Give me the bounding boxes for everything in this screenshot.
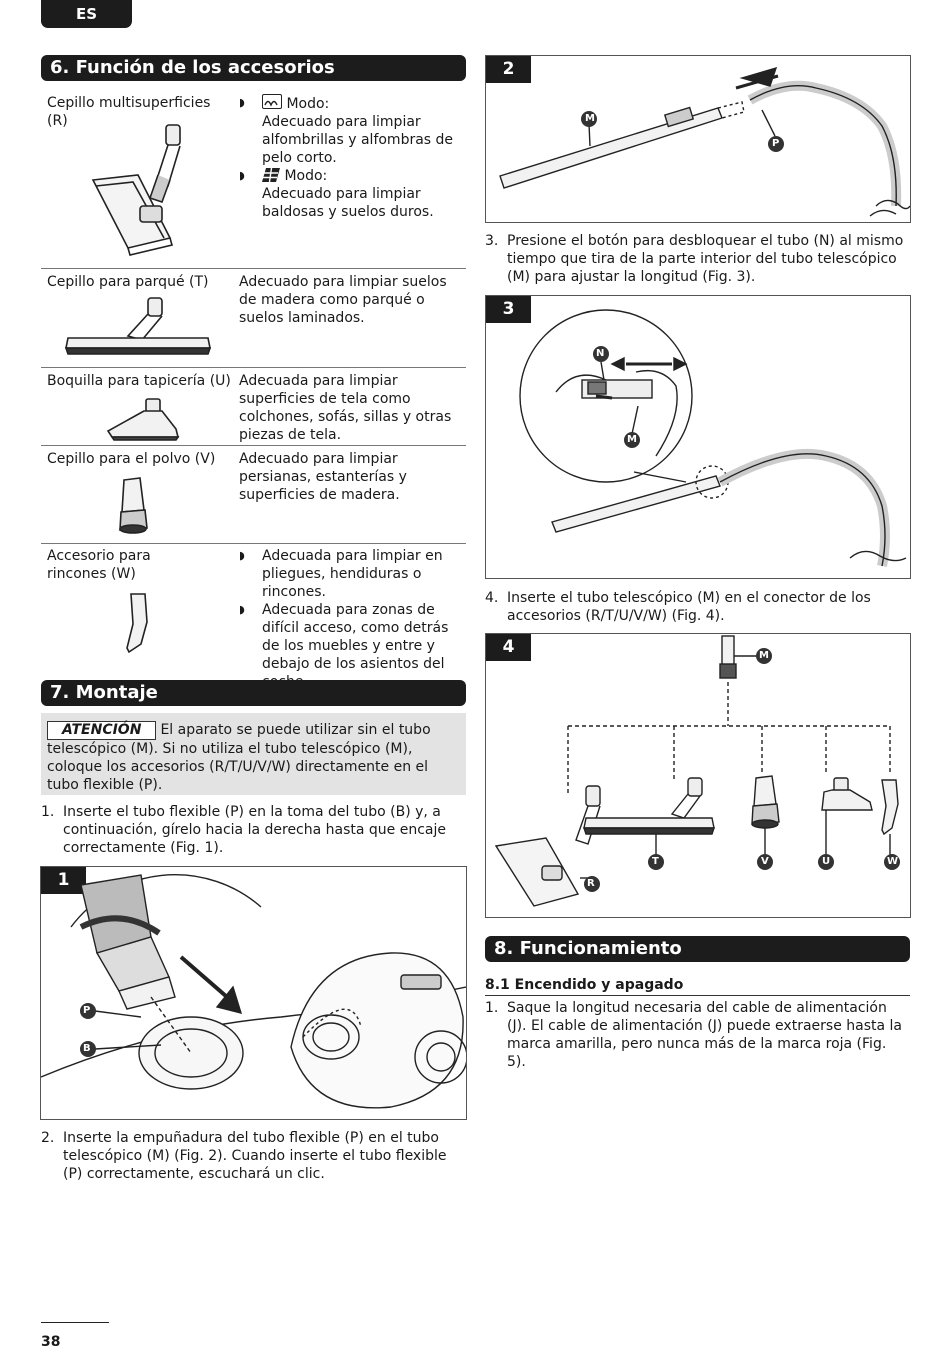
crevice-tool-image [126, 593, 148, 654]
callout-t: T [652, 856, 659, 867]
callout-m: M [627, 434, 637, 445]
callout-b: B [83, 1043, 91, 1054]
section-8-heading: 8. Funcionamiento [485, 936, 910, 962]
callout-m: M [585, 113, 595, 124]
figure-number: 1 [41, 867, 86, 894]
page-number: 38 [41, 1334, 61, 1350]
section-6-heading: 6. Función de los accesorios [41, 55, 466, 81]
step-text: Inserte el tubo telescópico (M) en el co… [507, 590, 871, 624]
figure-number: 4 [486, 634, 531, 661]
footer-rule [41, 1322, 109, 1323]
accessory-r-bullets: Modo: Adecuado para limpiar alfombrillas… [239, 94, 466, 221]
hard-floor-mode-label: Modo: [284, 168, 328, 184]
parquet-brush-image [64, 297, 212, 355]
subsection-8-1-heading: 8.1 Encendido y apagado [485, 976, 910, 996]
step-number: 3. [485, 233, 499, 249]
step-text: Saque la longitud necesaria del cable de… [507, 1000, 902, 1070]
upholstery-nozzle-image [106, 398, 180, 441]
step-number: 4. [485, 590, 499, 606]
carpet-mode-item: Modo: Adecuado para limpiar alfombrillas… [239, 94, 466, 167]
row-divider [41, 268, 466, 269]
callout-v: V [761, 856, 769, 867]
callout-w: W [887, 856, 899, 867]
carpet-mode-desc: Adecuado para limpiar alfombrillas y alf… [262, 114, 454, 166]
accessory-name-u: Boquilla para tapicería (U) [47, 373, 231, 389]
figure-3-illustration [519, 309, 907, 567]
hard-floor-mode-item: Modo: Adecuado para limpiar baldosas y s… [239, 167, 466, 221]
bullet-item: Adecuada para limpiar en pliegues, hendi… [239, 547, 466, 601]
accessory-name-v: Cepillo para el polvo (V) [47, 451, 216, 467]
callout-m: M [759, 650, 769, 661]
language-tab: ES [41, 0, 132, 28]
callout-n: N [596, 348, 605, 359]
figure-2-illustration [499, 66, 910, 217]
step-text: Inserte la empuñadura del tubo flexible … [63, 1130, 447, 1182]
bullet-item: Adecuada para zonas de difícil acceso, c… [239, 601, 466, 691]
row-divider [41, 367, 466, 368]
row-divider [41, 543, 466, 544]
accessory-name-w: Accesorio para rincones (W) [47, 548, 151, 582]
accessory-name-t: Cepillo para parqué (T) [47, 274, 209, 290]
callout-p: P [772, 138, 780, 149]
figure-1: 1 [40, 866, 467, 1120]
accessory-desc-u: Adecuada para limpiar superficies de tel… [239, 373, 452, 443]
row-divider [41, 445, 466, 446]
accessory-w-bullets: Adecuada para limpiar en pliegues, hendi… [239, 547, 466, 691]
accessory-desc-t: Adecuado para limpiar suelos de madera c… [239, 274, 447, 326]
figure-number: 2 [486, 56, 531, 83]
attention-text: El aparato se puede utilizar sin el tubo… [47, 722, 431, 793]
figure-4-illustration [494, 635, 900, 907]
dust-brush-image [119, 477, 148, 534]
step-number: 1. [41, 804, 55, 820]
callout-p: P [83, 1005, 91, 1016]
figure-3: 3 N M [485, 295, 911, 579]
figure-2: 2 M P [485, 55, 911, 223]
carpet-mode-icon [262, 94, 282, 109]
carpet-mode-label: Modo: [286, 96, 330, 112]
step-text: Inserte el tubo flexible (P) en la toma … [63, 804, 447, 856]
step-number: 2. [41, 1130, 55, 1146]
attention-label: ATENCIÓN [47, 721, 157, 740]
step-number: 1. [485, 1000, 499, 1016]
figure-4: 4 [485, 633, 911, 918]
multi-surface-brush-image [91, 124, 181, 256]
step-text: Presione el botón para desbloquear el tu… [507, 233, 904, 285]
section-7-heading: 7. Montaje [41, 680, 466, 706]
hard-floor-mode-icon [262, 167, 280, 183]
figure-1-illustration [41, 873, 466, 1109]
accessory-desc-v: Adecuado para limpiar persianas, estante… [239, 451, 407, 503]
hard-floor-mode-desc: Adecuado para limpiar baldosas y suelos … [262, 186, 434, 220]
callout-r: R [587, 878, 595, 889]
callout-u: U [822, 856, 831, 867]
accessory-name-r: Cepillo multisuperficies (R) [47, 95, 211, 129]
figure-number: 3 [486, 296, 531, 323]
